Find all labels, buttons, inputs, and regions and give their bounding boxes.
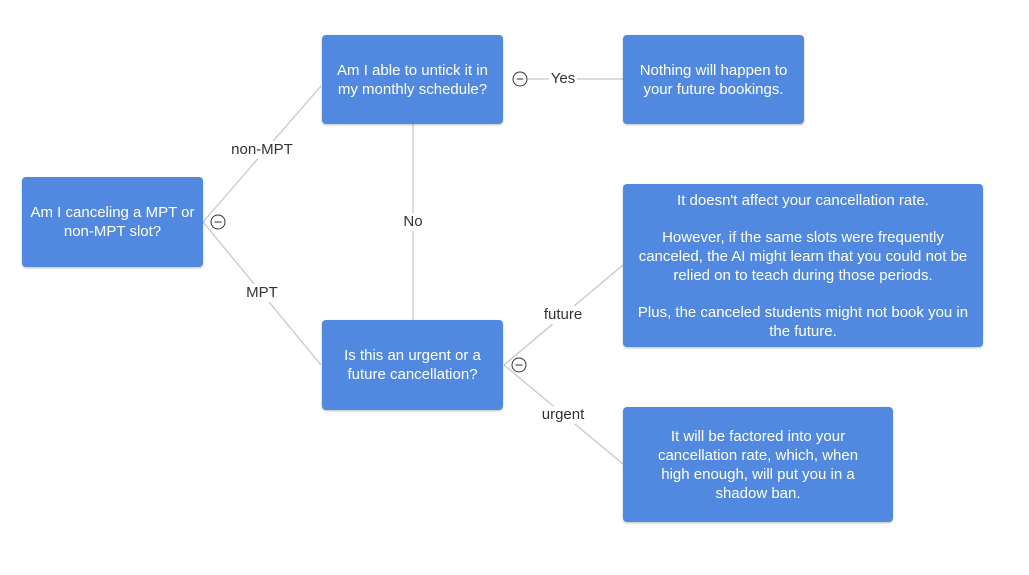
node-nothing-happens[interactable]: Nothing will happen to your future booki…	[623, 35, 804, 124]
collapse-icon[interactable]	[210, 214, 226, 230]
node-urgent-result-text: It will be factored into your cancellati…	[657, 427, 859, 502]
collapse-icon[interactable]	[512, 71, 528, 87]
future-result-paragraph: However, if the same slots were frequent…	[638, 228, 968, 284]
node-nothing-happens-text: Nothing will happen to your future booki…	[639, 61, 788, 98]
edge-label-mpt: MPT	[244, 284, 280, 302]
future-result-paragraph: It doesn't affect your cancellation rate…	[677, 191, 929, 209]
node-root-question[interactable]: Am I canceling a MPT or non-MPT slot?	[22, 177, 203, 267]
node-urgent-result[interactable]: It will be factored into your cancellati…	[623, 407, 893, 522]
collapse-icon[interactable]	[511, 357, 527, 373]
edge-label-urgent: urgent	[539, 406, 587, 424]
node-urgency-question-text: Is this an urgent or a future cancellati…	[344, 347, 481, 383]
edge-label-yes: Yes	[548, 70, 578, 88]
node-future-result[interactable]: It doesn't affect your cancellation rate…	[623, 184, 983, 347]
node-untick-question-text: Am I able to untick it in my monthly sch…	[337, 61, 488, 98]
future-result-paragraph: Plus, the canceled students might not bo…	[637, 303, 969, 340]
node-urgency-question[interactable]: Is this an urgent or a future cancellati…	[322, 320, 503, 410]
edge-label-future: future	[541, 306, 585, 324]
edge-label-no: No	[401, 213, 425, 231]
edge-label-non-mpt: non-MPT	[229, 141, 295, 159]
node-root-question-text: Am I canceling a MPT or non-MPT slot?	[30, 204, 195, 240]
node-untick-question[interactable]: Am I able to untick it in my monthly sch…	[322, 35, 503, 124]
